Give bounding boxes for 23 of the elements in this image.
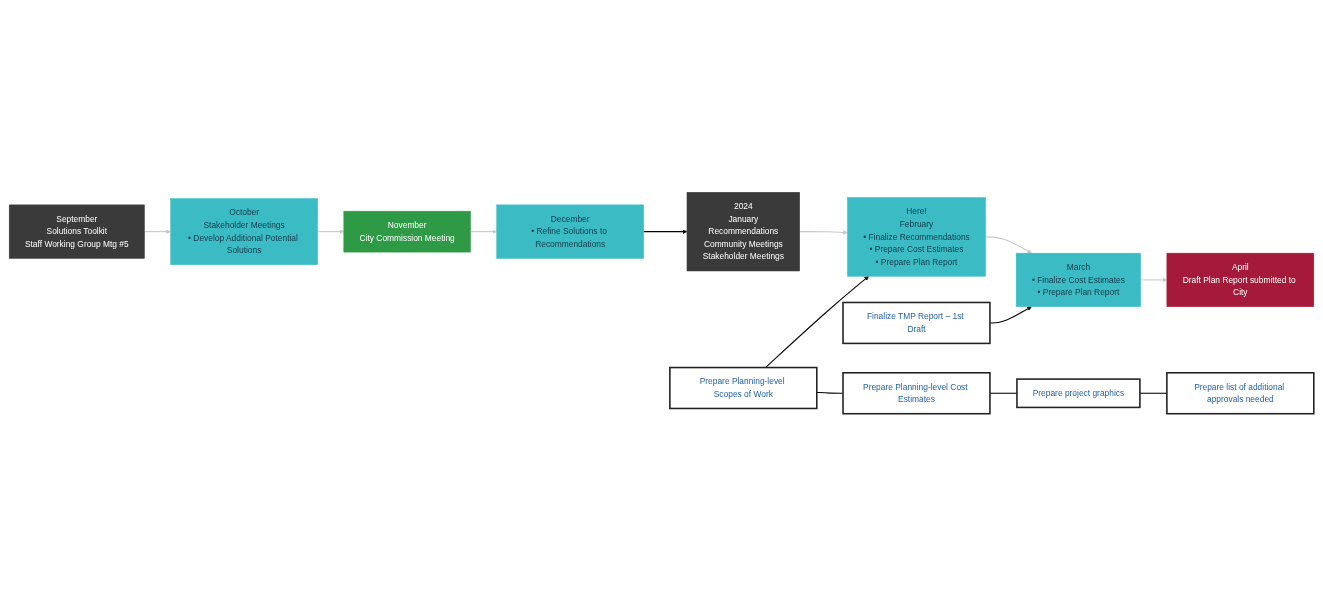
- arrow: [469, 229, 497, 234]
- arrow: [984, 236, 1032, 254]
- node-box: Finalize TMP Report – 1st Draft: [842, 301, 991, 345]
- node-box: April Draft Plan Report submitted to City: [1166, 252, 1315, 307]
- node-box: September Solutions Toolkit Staff Working Group Mtg #5: [8, 204, 145, 259]
- node-box: 2024 January Recommendations Community Meetings Stakeholder Meetings: [686, 192, 800, 272]
- node-box: Prepare list of additional approvals needed: [1166, 372, 1315, 415]
- node-box: Prepare project graphics: [1016, 378, 1141, 409]
- node-box: October Stakeholder Meetings • Develop Additional Potential Solutions: [170, 198, 318, 265]
- arrow: [989, 306, 1032, 324]
- arrow: [1140, 277, 1168, 283]
- node-box: March • Finalize Cost Estimates • Prepare Plan Report: [1015, 252, 1141, 307]
- arrow: [317, 229, 345, 234]
- arrow: [765, 276, 869, 369]
- node-box: Prepare Planning-level Cost Estimates: [842, 372, 991, 415]
- node-box: December • Refine Solutions to Recommendations: [496, 204, 644, 259]
- node-box: Here! February • Finalize Recommendations • Prepare Cost Estimates • Prepare Plan Report: [847, 197, 986, 277]
- arrow: [643, 229, 688, 234]
- arrow: [799, 230, 848, 235]
- node-box: Prepare Planning-level Scopes of Work: [669, 366, 818, 410]
- arrow: [143, 229, 171, 234]
- node-box: November City Commission Meeting: [343, 210, 471, 253]
- connector: [816, 391, 844, 394]
